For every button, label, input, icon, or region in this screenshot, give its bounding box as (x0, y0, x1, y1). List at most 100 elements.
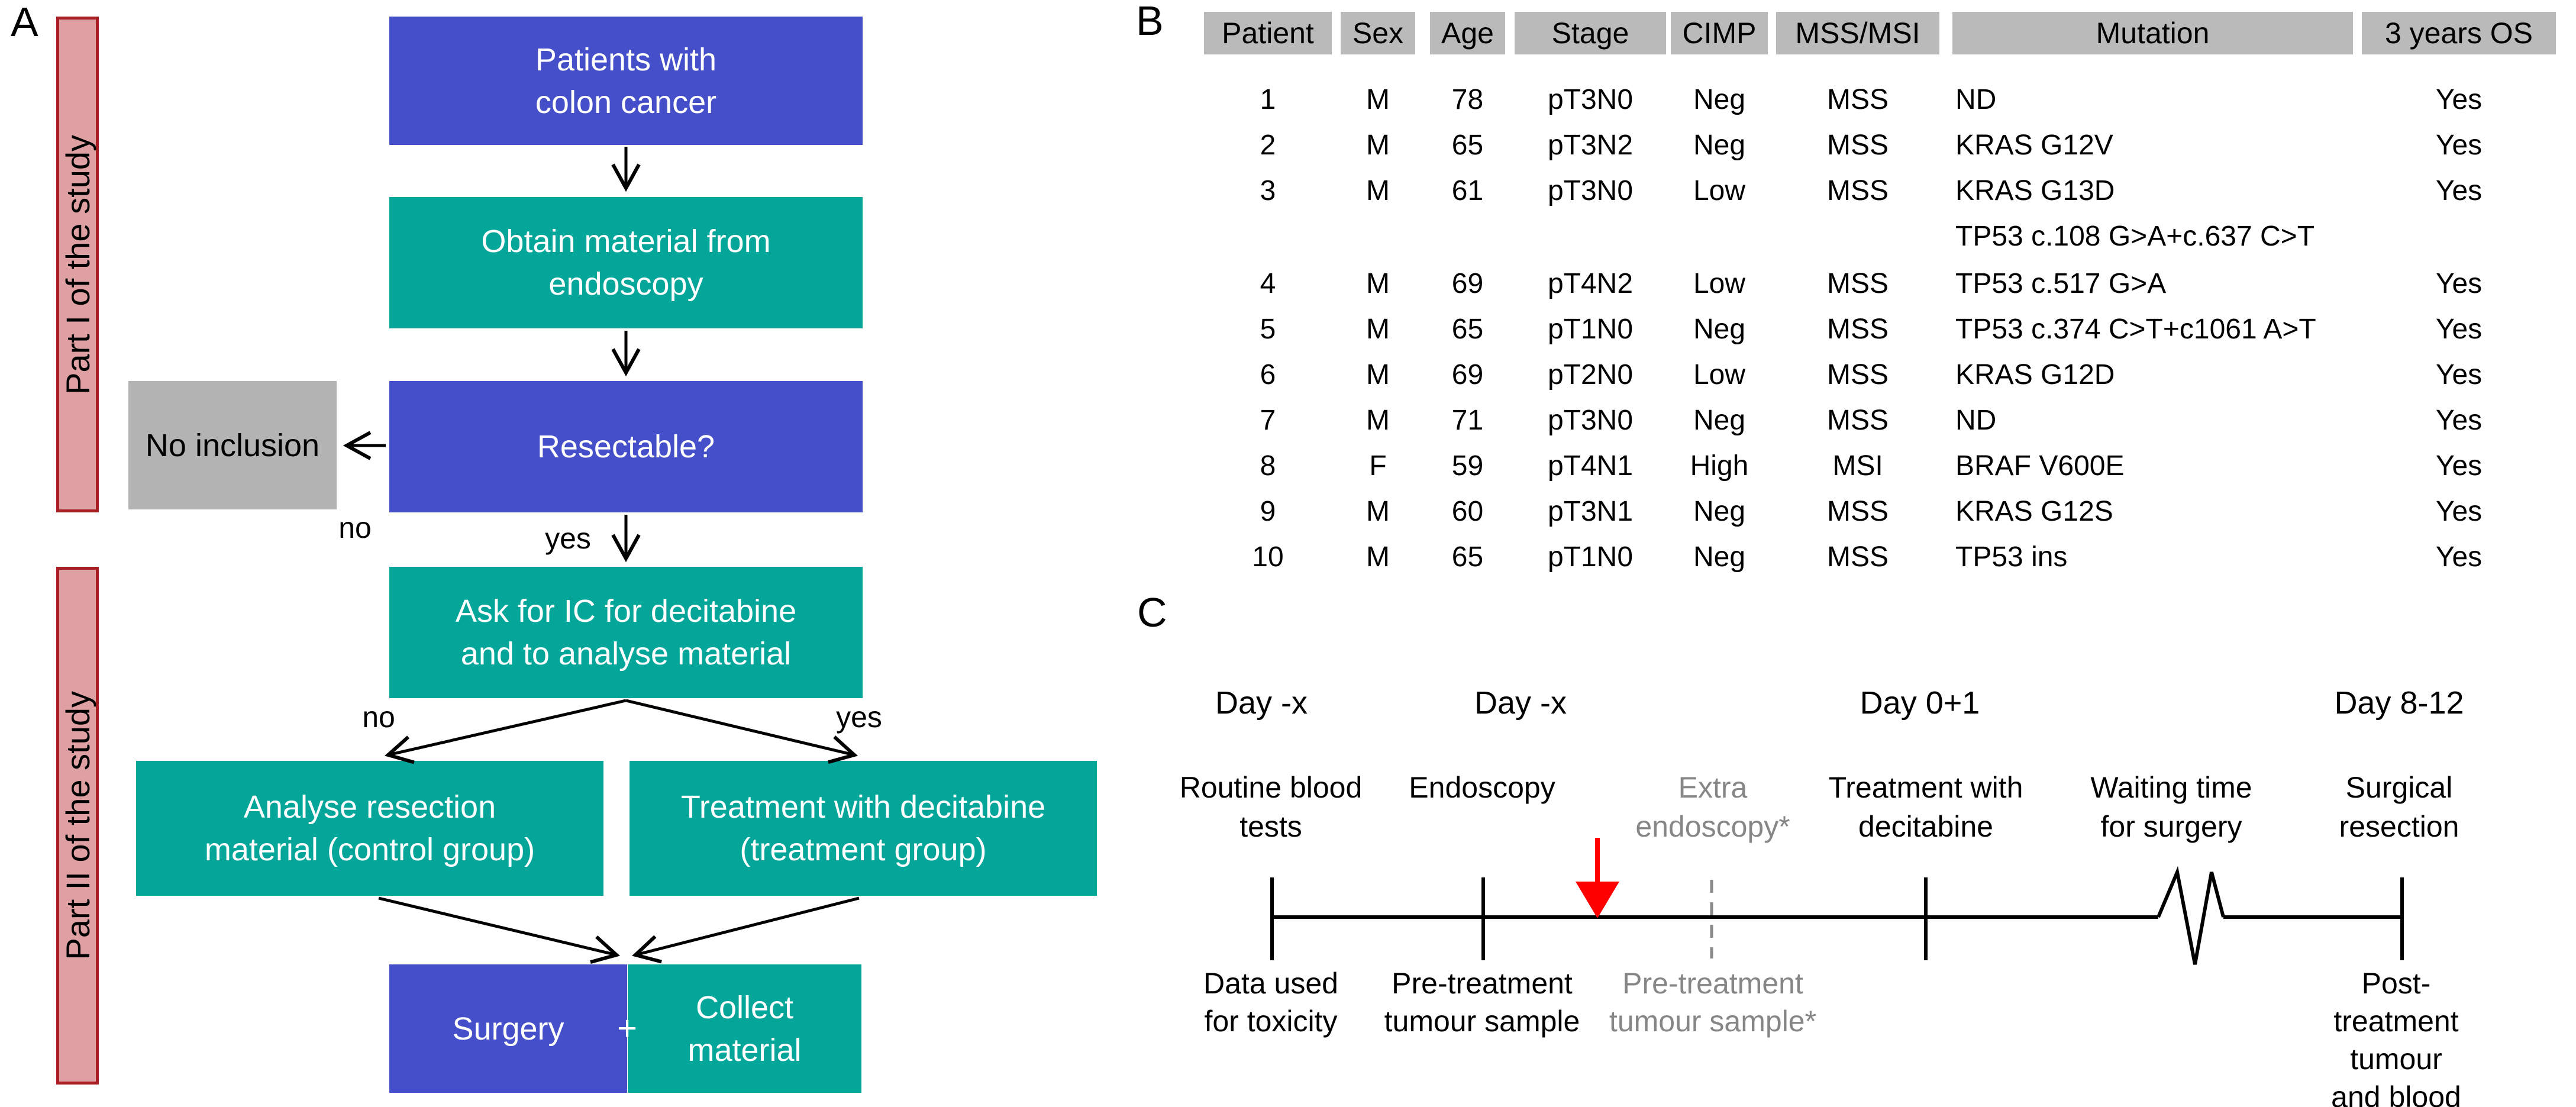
note-pretreatment-sample-optional: Pre-treatment tumour sample* (1609, 967, 1817, 1038)
column-header-mutation: Mutation (1952, 12, 2353, 54)
flow-box-treatment-group: Treatment with decitabine (treatment gro… (630, 761, 1097, 896)
cell-os: Yes (2435, 84, 2483, 115)
cell-patient: 1 (1260, 84, 1276, 115)
cell-mutation: KRAS G12V (1955, 130, 2113, 161)
cell-os: Yes (2435, 450, 2483, 482)
day-label-3: Day 0+1 (1860, 685, 1980, 721)
cell-cimp: Low (1693, 268, 1746, 299)
cell-mss_msi: MSS (1826, 268, 1889, 299)
edge-label-yes-consent: yes (836, 701, 882, 734)
cell-patient: 9 (1260, 496, 1276, 527)
cell-age: 65 (1451, 541, 1484, 573)
cell-mutation: BRAF V600E (1955, 450, 2125, 482)
part2-sidebar-label: Part II of the study (59, 691, 96, 960)
event-waiting-time: Waiting time for surgery (2090, 771, 2252, 843)
note-pretreatment-sample: Pre-treatment tumour sample (1384, 967, 1580, 1038)
arrow-analyse-to-surgery (378, 896, 621, 964)
cell-sex: M (1366, 130, 1390, 161)
cell-stage: pT4N1 (1547, 450, 1634, 482)
cell-mutation: ND (1955, 84, 1997, 115)
cell-stage: pT2N0 (1547, 359, 1634, 390)
column-header-cimp: CIMP (1671, 12, 1768, 54)
edge-label-yes-resectable: yes (545, 522, 591, 555)
cell-patient: 10 (1252, 541, 1284, 573)
cell-mss_msi: MSI (1832, 450, 1883, 482)
cell-os: Yes (2435, 541, 2483, 573)
cell-age: 59 (1451, 450, 1484, 482)
cell-mss_msi: MSS (1826, 359, 1889, 390)
flow-box-surgery: Surgery (389, 964, 627, 1093)
note-posttreatment-sample: Post-treatment tumour and blood sample f… (2331, 967, 2461, 1107)
cell-os: Yes (2435, 130, 2483, 161)
table-row: 5 M 65 pT1N0 Neg MSS TP53 c.374 C>T+c1061 A>T Y… (0, 306, 2576, 352)
cell-mutation: KRAS G13D TP53 c.108 G>A+c.637 C>T (1955, 175, 2315, 252)
cell-sex: F (1369, 450, 1387, 482)
event-treatment-decitabine: Treatment with decitabine (1828, 771, 2023, 843)
cell-mss_msi: MSS (1826, 314, 1889, 345)
flow-box-ask-ic: Ask for IC for decitabine and to analyse… (389, 567, 863, 698)
cell-mutation: TP53 c.517 G>A (1955, 268, 2167, 299)
cell-patient: 2 (1260, 130, 1276, 161)
day-label-4: Day 8-12 (2334, 685, 2464, 721)
cell-age: 60 (1451, 496, 1484, 527)
event-extra-endoscopy: Extra endoscopy* (1635, 771, 1790, 843)
table-row: 2 M 65 pT3N2 Neg MSS KRAS G12V Yes (0, 122, 2576, 168)
flow-box-no-inclusion: No inclusion (128, 381, 337, 509)
cell-cimp: Neg (1693, 314, 1746, 345)
cell-mss_msi: MSS (1826, 84, 1889, 115)
cell-sex: M (1366, 314, 1390, 345)
cell-mutation: ND (1955, 405, 1997, 436)
cell-mss_msi: MSS (1826, 496, 1889, 527)
cell-cimp: Neg (1693, 84, 1746, 115)
cell-patient: 6 (1260, 359, 1276, 390)
cell-patient: 5 (1260, 314, 1276, 345)
cell-age: 71 (1451, 405, 1484, 436)
cell-age: 65 (1451, 130, 1484, 161)
cell-stage: pT4N2 (1547, 268, 1634, 299)
cell-stage: pT1N0 (1547, 314, 1634, 345)
part1-sidebar: Part I of the study (56, 17, 99, 512)
cell-stage: pT3N2 (1547, 130, 1634, 161)
column-header-3-years-os: 3 years OS (2362, 12, 2556, 54)
column-header-sex: Sex (1341, 12, 1415, 54)
cell-stage: pT3N1 (1547, 496, 1634, 527)
cell-mutation: TP53 c.374 C>T+c1061 A>T (1955, 314, 2316, 345)
arrow-ask-to-analyse (384, 699, 627, 764)
cell-sex: M (1366, 175, 1390, 206)
cell-sex: M (1366, 405, 1390, 436)
cell-mutation: KRAS G12D (1955, 359, 2115, 390)
cell-mss_msi: MSS (1826, 130, 1889, 161)
cell-age: 61 (1451, 175, 1484, 206)
cell-cimp: High (1690, 450, 1749, 482)
event-surgical-resection: Surgical resection (2339, 771, 2459, 843)
cell-stage: pT1N0 (1547, 541, 1634, 573)
cell-os: Yes (2435, 314, 2483, 345)
cell-sex: M (1366, 541, 1390, 573)
column-header-age: Age (1430, 12, 1505, 54)
timeline-break-zigzag (2157, 866, 2225, 965)
cell-os: Yes (2435, 268, 2483, 299)
cell-patient: 7 (1260, 405, 1276, 436)
panel-b-label: B (1136, 0, 1164, 44)
flow-box-obtain-material: Obtain material from endoscopy (389, 197, 863, 328)
flow-box-resectable: Resectable? (389, 381, 863, 512)
cell-cimp: Low (1693, 175, 1746, 206)
panel-a-label: A (11, 0, 38, 45)
cell-mutation: KRAS G12S (1955, 496, 2113, 527)
event-endoscopy: Endoscopy (1409, 771, 1555, 804)
cell-mss_msi: MSS (1826, 541, 1889, 573)
panel-c-label: C (1137, 589, 1167, 635)
cell-cimp: Neg (1693, 130, 1746, 161)
cell-age: 69 (1451, 359, 1484, 390)
surgery-plus-collect-sign: + (617, 1009, 637, 1048)
cell-sex: M (1366, 359, 1390, 390)
cell-cimp: Neg (1693, 496, 1746, 527)
cell-age: 65 (1451, 314, 1484, 345)
